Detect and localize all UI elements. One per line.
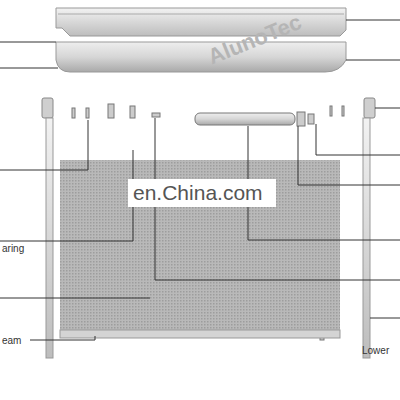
part-name: eam xyxy=(2,336,21,346)
part-name: Lower xyxy=(362,346,389,356)
watermark: en.China.com xyxy=(133,182,263,203)
part-name: aring xyxy=(2,244,24,254)
